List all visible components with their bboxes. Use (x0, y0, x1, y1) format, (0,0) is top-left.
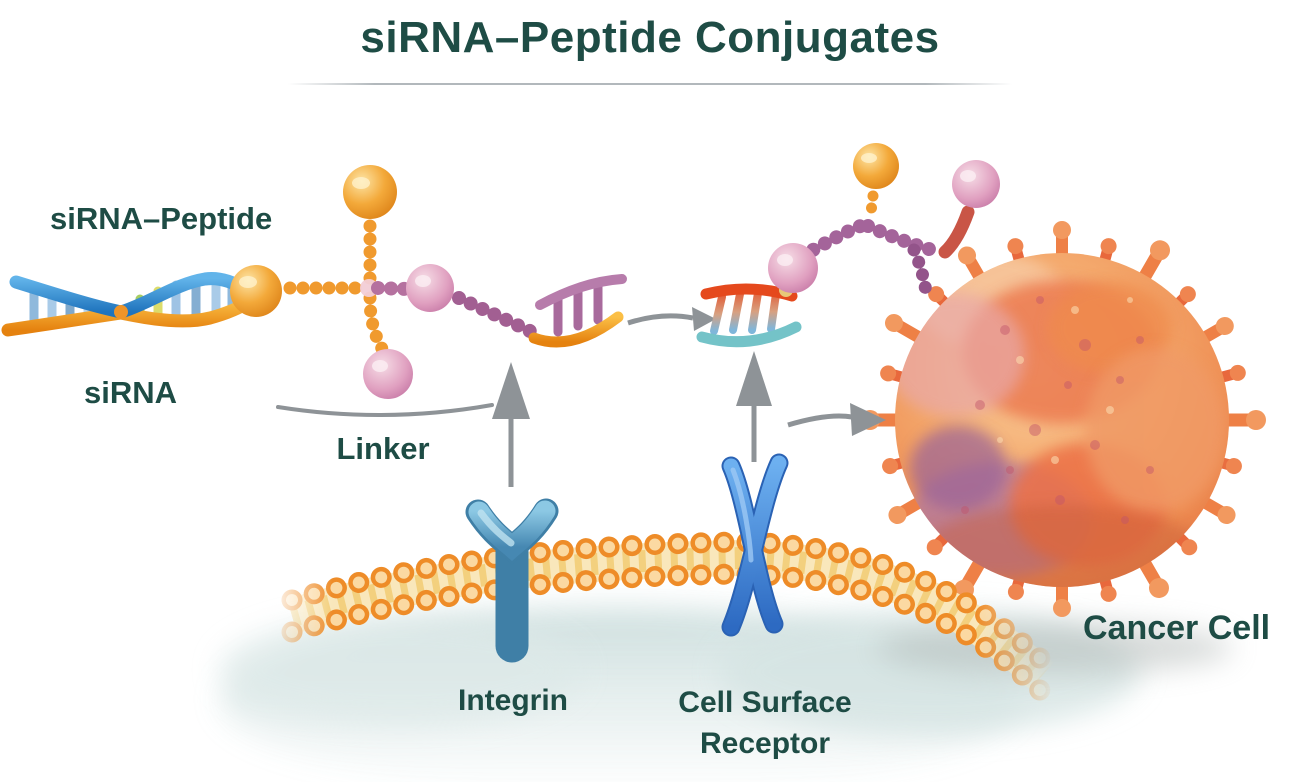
dna-helix-icon (1, 272, 259, 337)
orange-sphere (343, 165, 397, 219)
pink-sphere (952, 160, 1000, 208)
cancer-cell-illustration (860, 221, 1266, 674)
pink-sphere (768, 243, 818, 293)
diagram-title: siRNA–Peptide Conjugates (360, 13, 940, 62)
arrow-into-cancer-cell (787, 403, 886, 436)
transmembrane-receptor-icon (721, 453, 789, 637)
label-cancer-cell: Cancer Cell (1083, 609, 1271, 647)
label-receptor-line2: Receptor (699, 726, 831, 760)
pink-sphere (406, 264, 454, 312)
peptide-conjugate-1 (230, 165, 627, 399)
integrin-receptor-icon (465, 498, 559, 663)
linker-bracket (276, 403, 494, 418)
label-integrin: Integrin (458, 684, 568, 717)
lipid-bilayer-icon (281, 531, 1055, 703)
arrow-receptor-to-duplex (736, 351, 772, 462)
label-receptor-line1: Cell Surface (678, 686, 852, 719)
cell-texture (895, 253, 1225, 587)
label-sirna-peptide: siRNA–Peptide (50, 201, 273, 236)
arrow-integrin-to-conjugate (492, 362, 530, 487)
label-sirna: siRNA (84, 375, 178, 410)
label-cell-surface-receptor: Cell Surface Receptor (650, 683, 880, 764)
label-linker: Linker (336, 431, 430, 466)
rna-ladder-icon (528, 274, 627, 348)
arrow-conjugate-to-duplex (627, 307, 716, 331)
title-divider (288, 83, 1012, 85)
released-sirna-duplex (696, 283, 802, 348)
pink-sphere (363, 349, 413, 399)
orange-sphere (853, 143, 899, 189)
peptide-conjugate-2 (768, 143, 1000, 299)
orange-sphere (230, 265, 282, 317)
